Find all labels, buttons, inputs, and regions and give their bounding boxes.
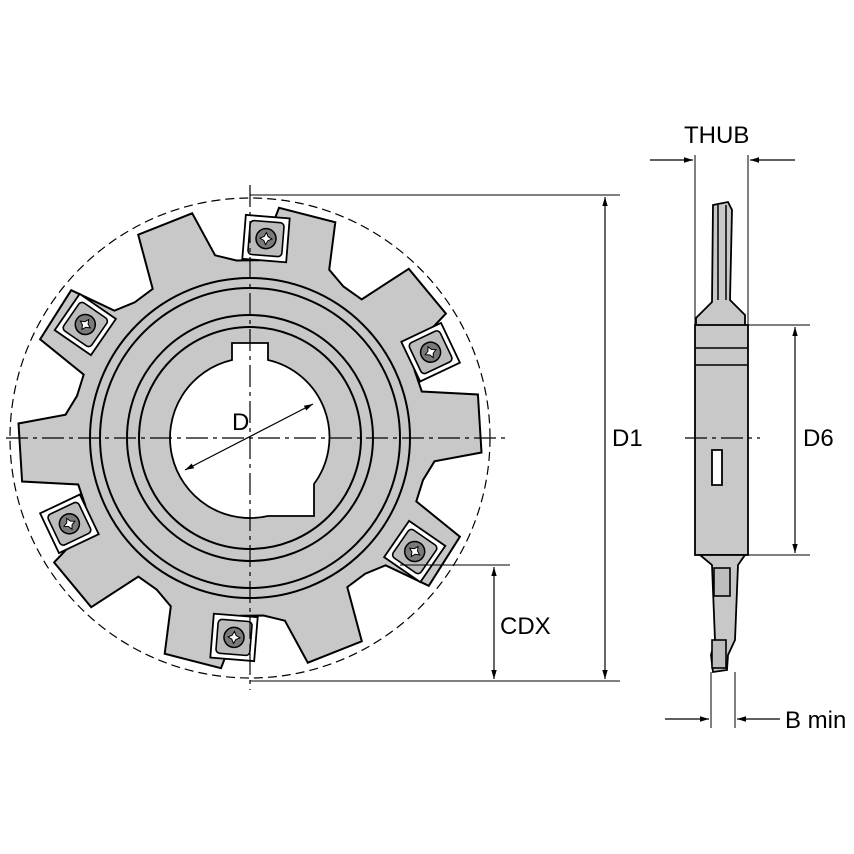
hub-width-label: THUB: [684, 122, 749, 149]
insert-4: [209, 612, 259, 663]
side-rim-bottom: [697, 554, 747, 674]
side-insert-tip: [711, 639, 727, 669]
front-dimensions: D1 CDX: [250, 194, 643, 682]
side-insert-pocket: [711, 449, 723, 486]
insert-6: [53, 292, 118, 357]
side-hub: [694, 324, 749, 556]
torx-icon: [408, 545, 421, 558]
side-rim-top: [695, 200, 746, 331]
min-width-label: B min: [785, 707, 846, 734]
torx-icon: [258, 231, 274, 246]
torx-icon: [226, 630, 242, 645]
side-view: THUB D6 B min: [650, 122, 846, 734]
side-insert-bottom: [713, 567, 731, 597]
insert-2: [400, 321, 462, 383]
hub-diameter-label: D6: [803, 425, 834, 452]
insert-group: [38, 213, 462, 663]
bore-diameter-label: D: [232, 409, 249, 436]
cutter-diameter-label: D1: [612, 425, 643, 452]
cutting-depth-label: CDX: [500, 613, 551, 640]
front-view: D: [6, 185, 510, 690]
insert-5: [38, 493, 100, 555]
torx-icon: [424, 345, 438, 359]
torx-icon: [79, 318, 92, 331]
insert-1: [241, 213, 291, 264]
insert-3: [382, 519, 447, 584]
bore-diameter-arrow: [184, 403, 314, 471]
torx-icon: [62, 517, 76, 531]
